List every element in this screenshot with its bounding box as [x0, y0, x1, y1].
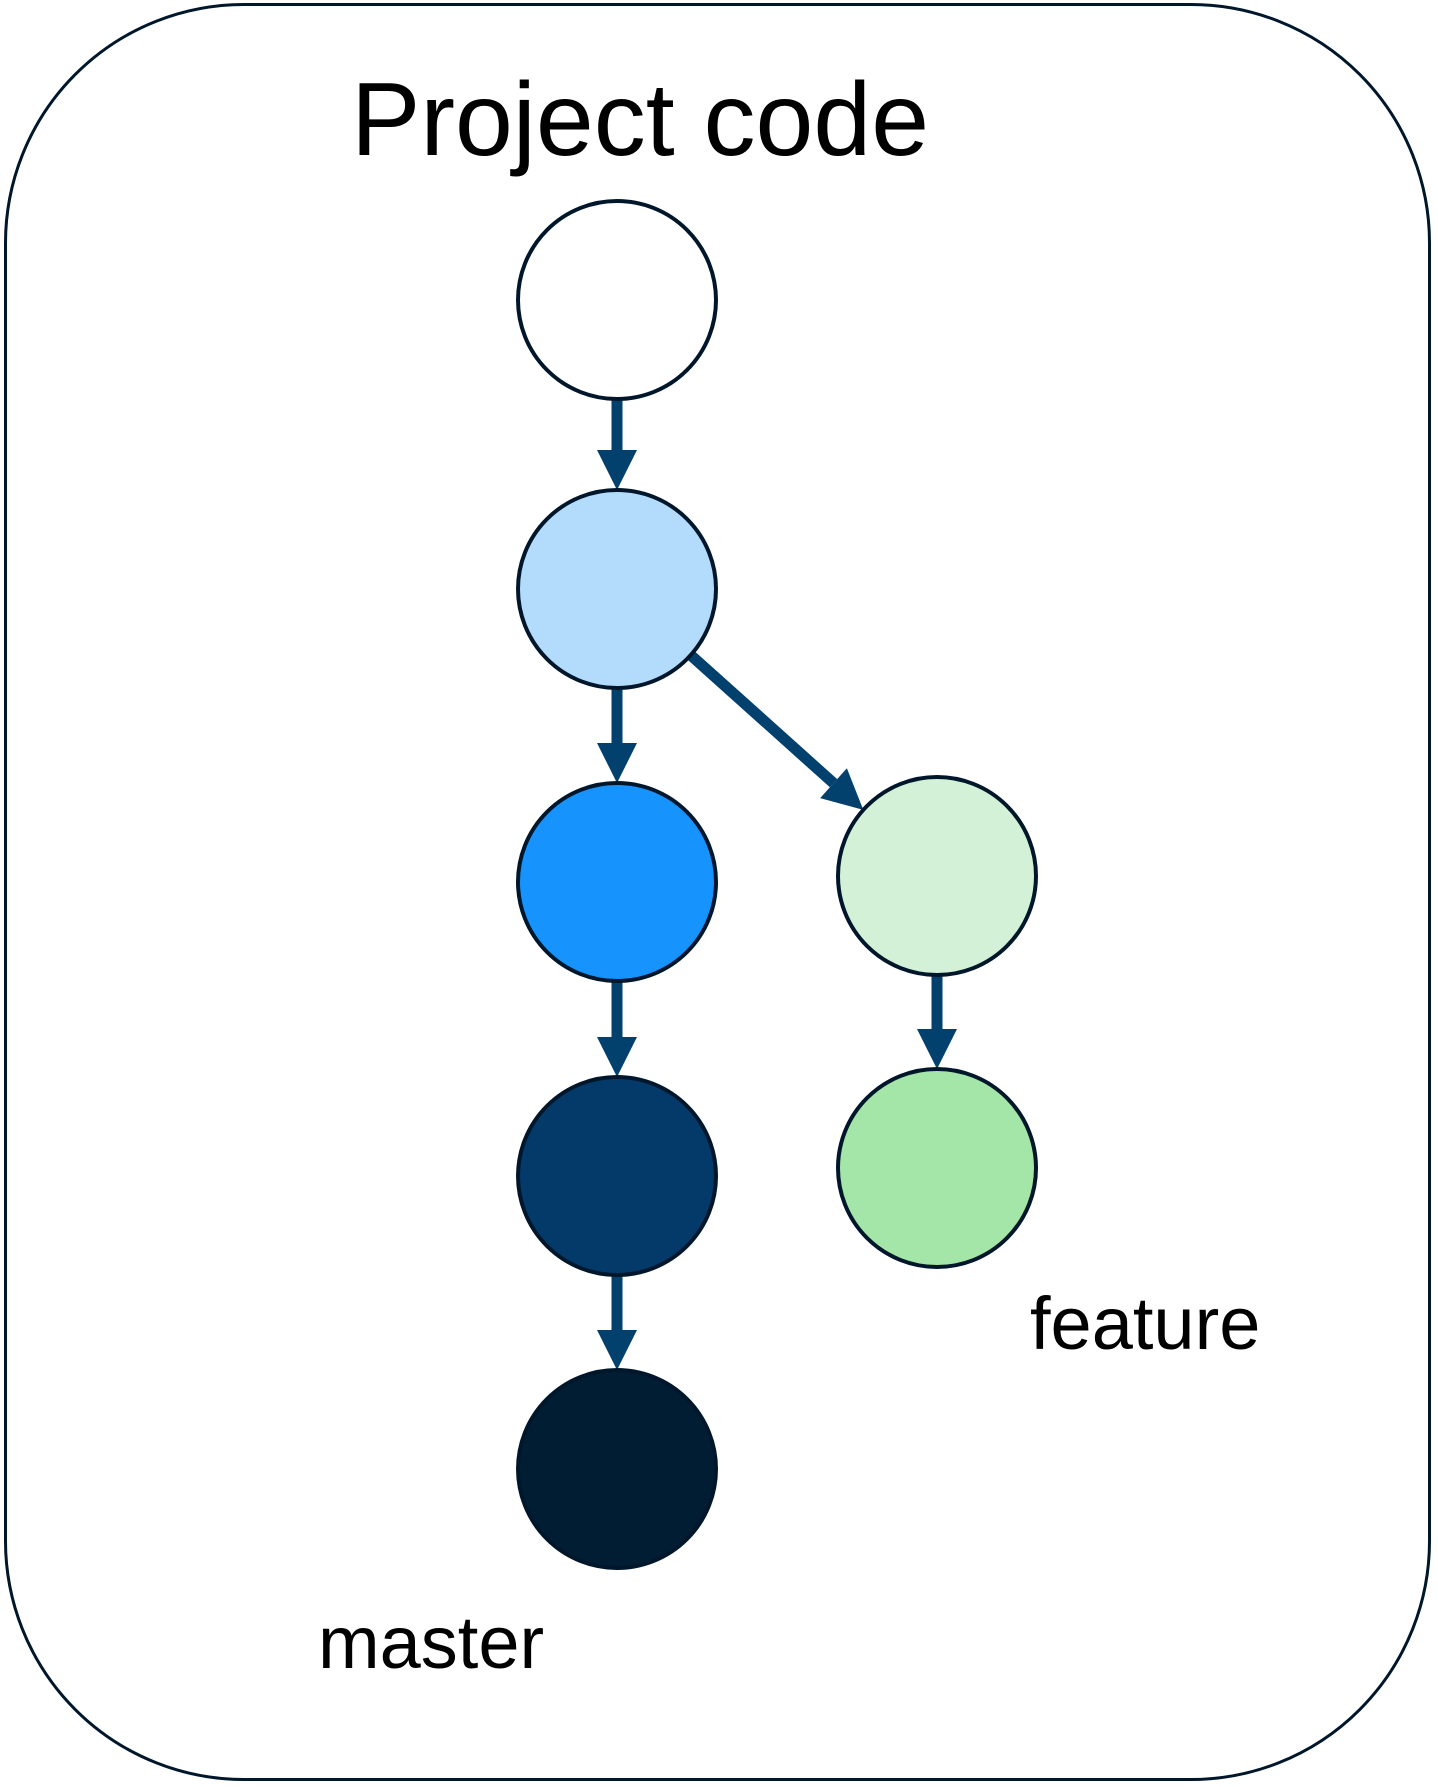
edge-m2-m3 — [597, 981, 637, 1077]
commit-node-master-m1 — [516, 488, 718, 690]
commit-node-feature-f1 — [836, 775, 1038, 977]
diagram-title: Project code — [351, 62, 929, 178]
arrow-head — [820, 768, 864, 810]
edge-m0-m1 — [597, 399, 637, 490]
edges-layer — [597, 399, 957, 1370]
edge-m1-m2 — [597, 688, 637, 783]
commit-node-master-m4 — [516, 1368, 718, 1570]
edge-line — [687, 651, 838, 788]
arrow-head — [597, 1037, 637, 1077]
commit-node-master-m3 — [516, 1075, 718, 1277]
edge-m3-m4 — [597, 1275, 637, 1370]
nodes-layer — [516, 199, 1038, 1570]
commit-node-master-m2 — [516, 781, 718, 983]
commit-node-feature-f2 — [836, 1067, 1038, 1269]
edge-m1-f1 — [687, 651, 864, 810]
arrow-head — [597, 1330, 637, 1370]
arrow-head — [917, 1029, 957, 1069]
arrow-head — [597, 450, 637, 490]
arrow-head — [597, 743, 637, 783]
branch-label-master: master — [318, 1601, 544, 1684]
branch-label-feature: feature — [1030, 1282, 1260, 1365]
edge-f1-f2 — [917, 975, 957, 1069]
commit-node-master-m0 — [516, 199, 718, 401]
